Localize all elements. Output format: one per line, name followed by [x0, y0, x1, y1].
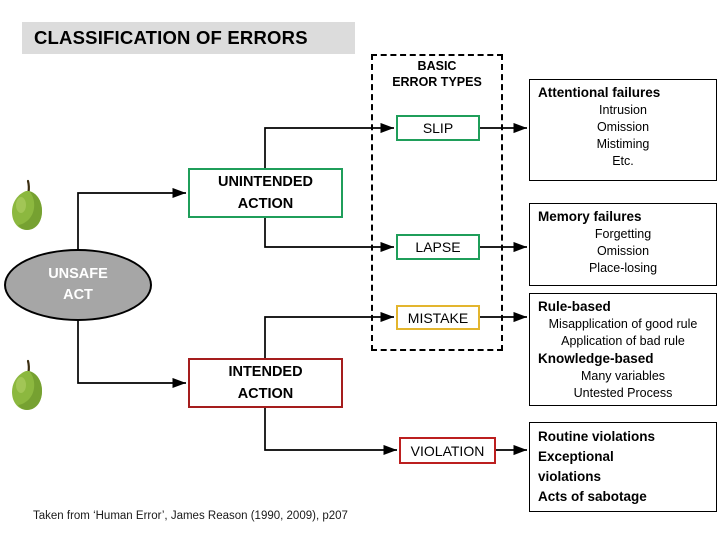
violation-node[interactable]: VIOLATION — [399, 437, 496, 464]
basic-error-types-label: BASIC ERROR TYPES — [371, 58, 503, 90]
attentional-item: Etc. — [612, 154, 634, 168]
group-label-line2: ERROR TYPES — [392, 75, 482, 89]
violations-detail-panel: Routine violations Exceptional violation… — [529, 422, 717, 512]
lapse-label: LAPSE — [415, 239, 461, 255]
attentional-item: Mistiming — [596, 137, 650, 151]
memory-item: Omission — [596, 244, 650, 258]
page-title: CLASSIFICATION OF ERRORS — [34, 27, 308, 48]
mistake-node[interactable]: MISTAKE — [396, 305, 480, 330]
violations-line: Exceptional — [538, 449, 614, 464]
knowledge-based-heading: Knowledge-based — [538, 351, 654, 366]
slip-node[interactable]: SLIP — [396, 115, 480, 141]
unsafe-act-line1: UNSAFE — [48, 266, 108, 282]
violation-label: VIOLATION — [410, 442, 485, 459]
knowledge-based-item: Untested Process — [573, 386, 673, 400]
pear-icon — [4, 175, 50, 233]
rule-based-heading: Rule-based — [538, 299, 611, 314]
mistake-label: MISTAKE — [407, 309, 469, 326]
memory-item: Place-losing — [588, 261, 658, 275]
mistake-detail-panel: Rule-based Misapplication of good rule A… — [529, 293, 717, 406]
slip-label: SLIP — [422, 120, 454, 136]
rule-based-item: Application of bad rule — [561, 334, 685, 348]
unintended-action-line2: ACTION — [237, 196, 294, 212]
attentional-heading: Attentional failures — [538, 85, 661, 100]
knowledge-based-item: Many variables — [580, 369, 666, 383]
memory-item: Forgetting — [594, 227, 652, 241]
group-label-line1: BASIC — [417, 59, 457, 73]
intended-action-node[interactable]: INTENDED ACTION — [188, 358, 343, 408]
attentional-item: Omission — [596, 120, 650, 134]
intended-action-line2: ACTION — [237, 386, 294, 402]
memory-failures-panel: Memory failures Forgetting Omission Plac… — [529, 203, 717, 286]
attentional-failures-panel: Attentional failures Intrusion Omission … — [529, 79, 717, 181]
unintended-action-line1: UNINTENDED — [217, 174, 314, 190]
violations-line: Routine violations — [538, 429, 656, 444]
violations-line: Acts of sabotage — [538, 489, 647, 504]
unintended-action-node[interactable]: UNINTENDED ACTION — [188, 168, 343, 218]
unsafe-act-node[interactable]: UNSAFE ACT — [4, 249, 152, 321]
rule-based-item: Misapplication of good rule — [548, 317, 698, 331]
intended-action-line1: INTENDED — [228, 364, 303, 380]
violations-line: violations — [538, 469, 602, 484]
pear-icon — [4, 355, 50, 413]
lapse-node[interactable]: LAPSE — [396, 234, 480, 260]
unsafe-act-line2: ACT — [63, 287, 93, 303]
slide-title-band: CLASSIFICATION OF ERRORS — [22, 22, 355, 54]
basic-error-types-group — [371, 54, 503, 351]
memory-heading: Memory failures — [538, 209, 642, 224]
attentional-item: Intrusion — [599, 103, 647, 117]
source-citation: Taken from ‘Human Error’, James Reason (… — [33, 510, 348, 522]
